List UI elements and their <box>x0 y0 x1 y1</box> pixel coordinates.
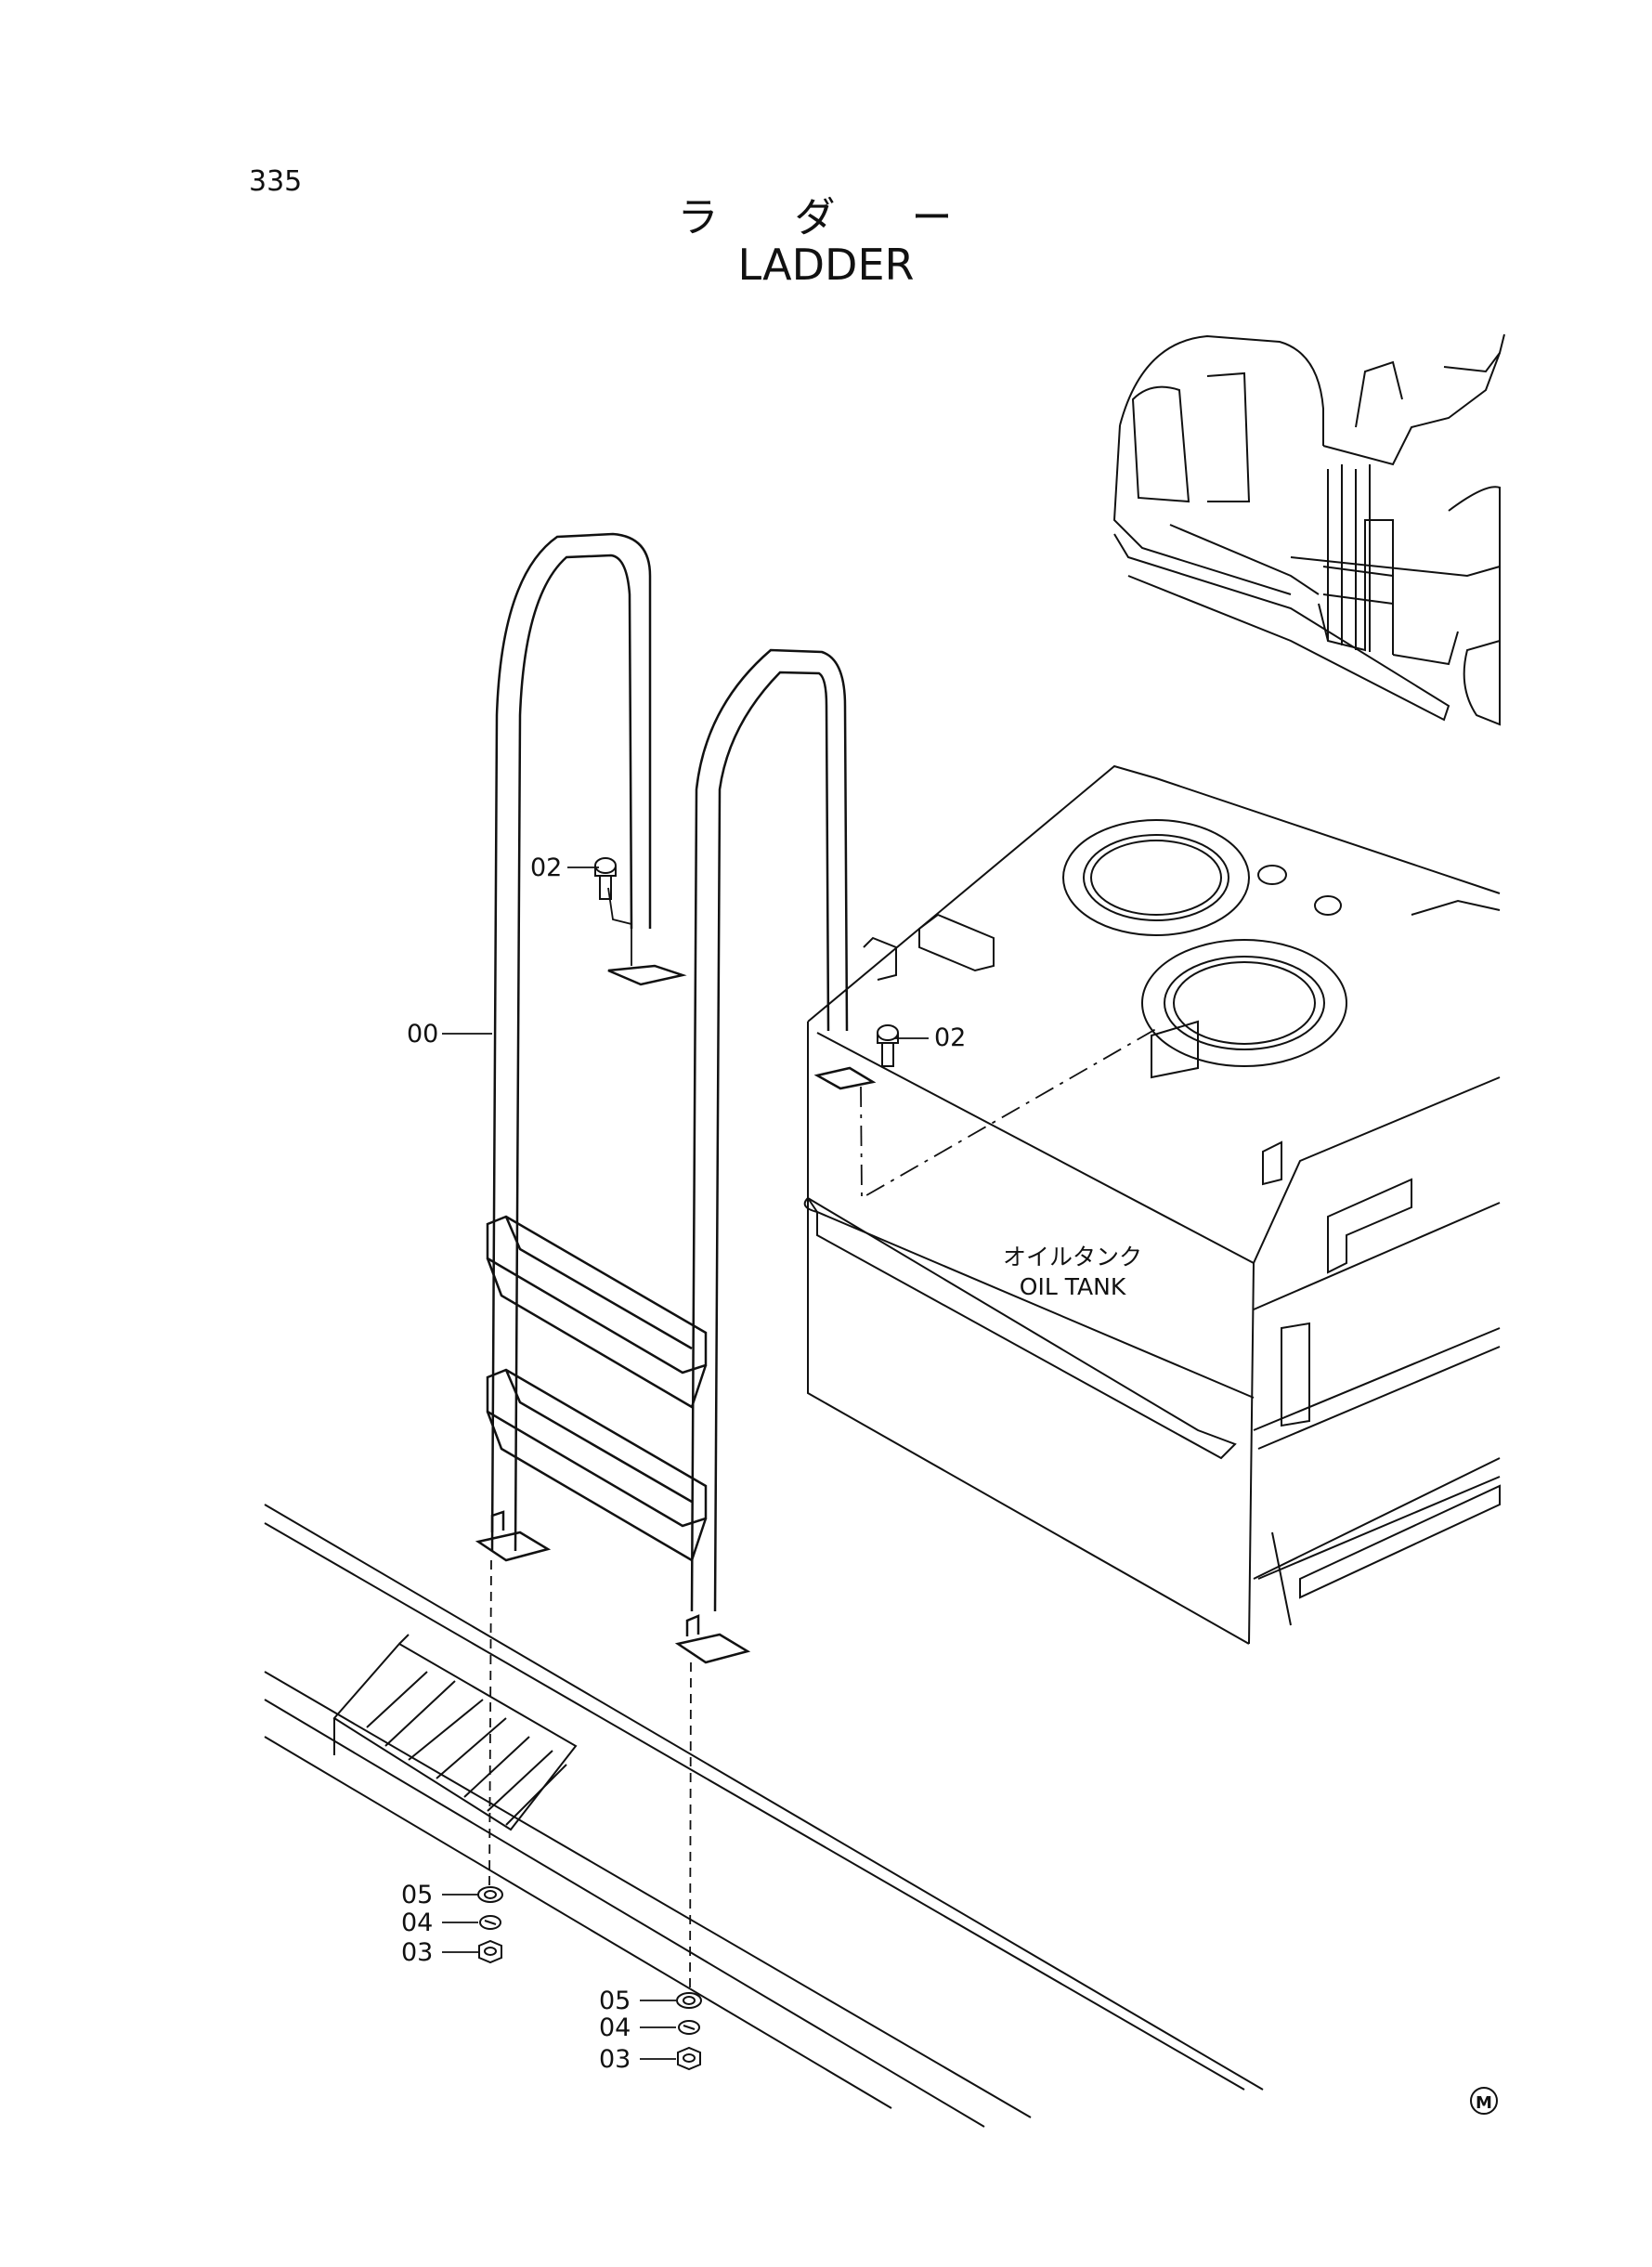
bolt-left-icon <box>594 857 617 900</box>
callout-nut-left: 03 <box>401 1938 433 1967</box>
callout-ladder: 00 <box>407 1020 438 1049</box>
corner-mark: M <box>1476 2093 1492 2113</box>
callout-lock-washer-right: 04 <box>599 2013 631 2042</box>
oil-tank <box>803 764 1501 1645</box>
hardware-stack-right <box>676 1992 702 2071</box>
title-japanese: ラ ダ ー <box>677 194 984 241</box>
hardware-stack-left <box>477 1886 503 1964</box>
page-number: 335 <box>249 165 303 198</box>
callout-washer-left: 05 <box>401 1881 433 1909</box>
excavator-inset <box>1112 333 1505 726</box>
corner-mark-circle <box>1470 2087 1498 2115</box>
oil-tank-label-english: OIL TANK <box>1020 1273 1126 1300</box>
walkway-platform <box>264 1504 1264 2128</box>
ladder-assembly <box>475 532 877 1664</box>
bolt-right-icon <box>877 1024 899 1067</box>
callout-nut-right: 03 <box>599 2045 631 2074</box>
oil-tank-label-japanese: オイルタンク <box>1003 1244 1142 1270</box>
callout-bolt-right: 02 <box>934 1023 966 1052</box>
leader-lines <box>442 866 1162 2060</box>
callout-washer-right: 05 <box>599 1987 631 2015</box>
title-english: LADDER <box>737 240 915 290</box>
callout-lock-washer-left: 04 <box>401 1909 433 1937</box>
callout-bolt-left: 02 <box>530 853 562 882</box>
